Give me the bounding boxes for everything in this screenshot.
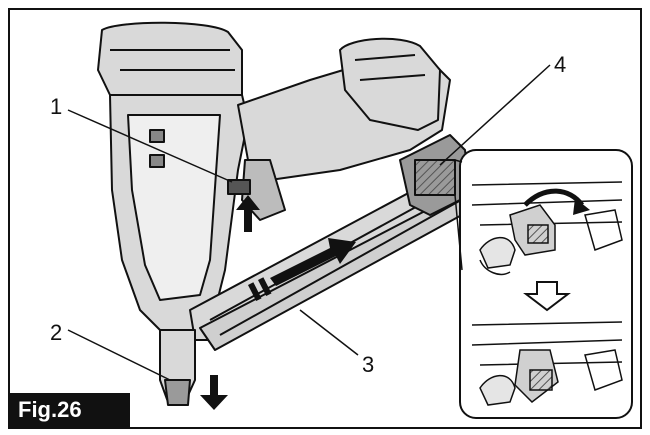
vent-slot	[149, 129, 165, 143]
callout-2: 2	[50, 320, 62, 345]
housing-ridge	[110, 49, 235, 71]
contact-tip	[164, 379, 191, 406]
up-arrow-icon	[236, 195, 260, 232]
figure-frame: 1 2 3 4	[8, 8, 642, 429]
callout-1: 1	[50, 94, 62, 119]
lock-lever	[227, 179, 251, 195]
leader-line-1	[67, 109, 233, 183]
leader-line-2	[67, 329, 171, 381]
inset-detail-after	[471, 321, 623, 406]
cordless-nailer	[97, 21, 486, 406]
callout-numbers: 1 2 3 4	[50, 52, 566, 377]
battery-detail	[354, 54, 426, 81]
inset-connector	[454, 159, 463, 163]
down-block-arrow-icon	[523, 281, 571, 312]
motion-arrows	[200, 195, 356, 410]
nailer-diagram: 1 2 3 4	[50, 21, 633, 419]
inset-detail-before	[471, 181, 623, 276]
leader-line-3	[299, 309, 359, 356]
arrow-tail-stripe	[248, 282, 262, 302]
magazine-latch	[414, 159, 456, 196]
callout-3: 3	[362, 352, 374, 377]
motor-housing	[97, 21, 243, 104]
leader-line-4	[439, 64, 551, 166]
battery-housing	[339, 37, 441, 131]
callout-4: 4	[554, 52, 566, 77]
callout-lines	[67, 64, 551, 381]
detail-inset	[454, 149, 633, 419]
down-arrow-icon	[200, 375, 228, 410]
vent-slot	[149, 154, 165, 168]
figure-label: Fig.26	[10, 393, 130, 427]
arrow-tail-stripe	[258, 277, 272, 297]
slide-arrow-icon	[270, 238, 356, 286]
inset-connector	[454, 194, 463, 271]
